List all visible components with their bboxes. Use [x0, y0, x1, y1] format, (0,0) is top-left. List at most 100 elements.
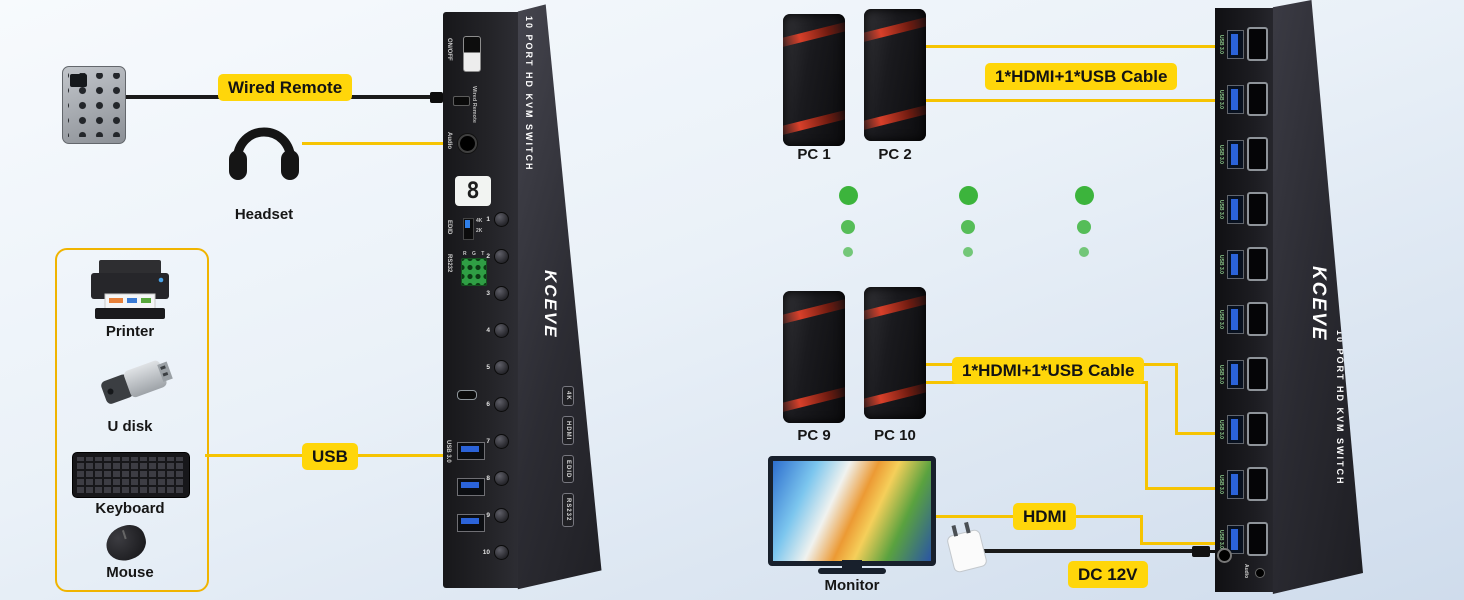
- cable-pc9-h2: [1175, 432, 1220, 435]
- wired-remote-label: Wired Remote: [218, 74, 353, 101]
- rear-port-row-6: USB 3.0: [1217, 300, 1271, 338]
- edid-2k-label: 2K: [476, 228, 483, 234]
- rear-usb-port: [1227, 304, 1244, 334]
- channel-knob: [494, 508, 509, 523]
- channel-button-8: 8: [481, 471, 517, 486]
- rear-usb-label: USB 3.0: [1218, 34, 1224, 54]
- u-disk-icon: [101, 360, 173, 404]
- channel-number: 6: [486, 401, 490, 408]
- monitor-caption: Monitor: [824, 577, 880, 594]
- cable-pc9-v: [1175, 363, 1178, 435]
- rs232-pins-label: R G T: [463, 251, 487, 257]
- rs232-badge: RS232: [562, 493, 574, 527]
- rear-usb-port: [1227, 29, 1244, 59]
- edid-4k-label: 4K: [476, 218, 483, 224]
- power-switch: [463, 36, 481, 72]
- rear-audio-port: [1255, 568, 1265, 578]
- edid-switch: [463, 218, 474, 240]
- channel-button-4: 4: [481, 323, 517, 338]
- channel-button-10: 10: [481, 545, 517, 560]
- channel-knob: [494, 212, 509, 227]
- dot: [1079, 247, 1089, 257]
- rs232-label: RS232: [446, 254, 452, 273]
- usb-label: USB: [302, 443, 358, 470]
- rear-usb-label: USB 3.0: [1218, 254, 1224, 274]
- remote-cable-plug: [430, 92, 443, 103]
- rear-hdmi-port: [1247, 82, 1268, 116]
- front-usb-label: USB 3.0: [445, 440, 451, 463]
- usb-devices-box: [55, 248, 209, 592]
- rear-port-row-4: USB 3.0: [1217, 190, 1271, 228]
- rear-usb-port: [1227, 524, 1244, 554]
- rear-hdmi-port: [1247, 137, 1268, 171]
- rear-brand-logo: KCEVE: [1308, 266, 1329, 342]
- dc-connector-tip: [1209, 550, 1218, 553]
- printer-icon: [91, 260, 169, 319]
- rear-usb-label: USB 3.0: [1218, 309, 1224, 329]
- rear-port-row-2: USB 3.0: [1217, 80, 1271, 118]
- front-side-title: 10 PORT HD KVM SWITCH: [524, 16, 534, 172]
- rear-usb-port: [1227, 139, 1244, 169]
- rear-hdmi-port: [1247, 192, 1268, 226]
- pc-tower-9: [783, 291, 845, 423]
- front-brand-logo: KCEVE: [541, 270, 560, 339]
- dc-barrel-connector: [1192, 546, 1210, 557]
- channel-number: 5: [486, 364, 490, 371]
- channel-knob: [494, 286, 509, 301]
- channel-button-7: 7: [481, 434, 517, 449]
- display-digit: 8: [466, 178, 480, 204]
- keyboard-icon: [72, 452, 190, 498]
- dot: [958, 186, 978, 205]
- rear-usb-label: USB 3.0: [1218, 529, 1224, 549]
- remote-display: [70, 74, 87, 87]
- cable-pc10-v: [1145, 381, 1148, 490]
- channel-button-6: 6: [481, 397, 517, 412]
- remote-port: [453, 96, 470, 106]
- rear-port-row-9: USB 3.0: [1217, 465, 1271, 503]
- channel-knob: [494, 397, 509, 412]
- rear-hdmi-port: [1247, 247, 1268, 281]
- channel-button-5: 5: [481, 360, 517, 375]
- rear-hdmi-port: [1247, 302, 1268, 336]
- pc-tower-1: [783, 14, 845, 146]
- monitor-base: [818, 568, 886, 574]
- cable-pc1: [926, 45, 1218, 48]
- dot: [841, 220, 855, 234]
- dot: [1074, 186, 1094, 205]
- rear-audio-label: Audio: [1243, 564, 1249, 579]
- pc-1-caption: PC 1: [797, 146, 831, 163]
- channel-number: 3: [486, 290, 490, 297]
- cable-hdmi-v: [1140, 515, 1143, 545]
- usb-c-port: [457, 390, 477, 400]
- rs232-terminal: [461, 258, 487, 286]
- rear-hdmi-port: [1247, 27, 1268, 61]
- pc-tower-2: [864, 9, 926, 141]
- dot: [838, 186, 858, 205]
- channel-number: 9: [486, 512, 490, 519]
- wired-remote-device: [62, 66, 126, 144]
- channel-display: 8: [455, 176, 491, 206]
- dc-power-port: [1217, 548, 1232, 563]
- dc-cable: [978, 549, 1194, 553]
- hdmi-badge: HDMI: [562, 415, 574, 446]
- rear-side-title: 10 PORT HD KVM SWITCH: [1335, 330, 1345, 486]
- kvm-front-panel: ON/OFF Wired Remote Audio 8 EDID 4K 2K R…: [443, 12, 518, 588]
- 4k-badge: 4K: [562, 386, 574, 406]
- remote-port-label: Wired Remote: [471, 86, 477, 123]
- rear-port-row-7: USB 3.0: [1217, 355, 1271, 393]
- cable-pc2: [926, 99, 1218, 102]
- power-plug-icon: [945, 528, 989, 574]
- power-label: ON/OFF: [446, 38, 452, 61]
- headset-cable: [302, 142, 455, 145]
- monitor-icon: [768, 456, 936, 566]
- mouse-caption: Mouse: [106, 564, 154, 581]
- channel-button-9: 9: [481, 508, 517, 523]
- headset-caption: Headset: [234, 206, 294, 223]
- rear-hdmi-port: [1247, 412, 1268, 446]
- rear-port-row-5: USB 3.0: [1217, 245, 1271, 283]
- cable-pc10-h2: [1145, 487, 1220, 490]
